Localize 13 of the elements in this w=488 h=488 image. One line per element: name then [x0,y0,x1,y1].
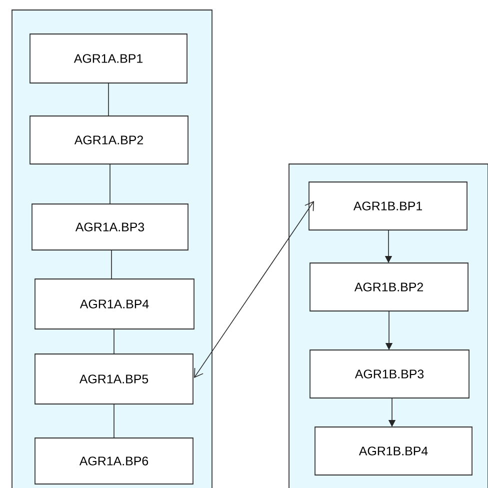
process-box: AGR1A.BP2 [30,116,188,164]
process-box: AGR1A.BP3 [32,204,188,250]
process-box: AGR1A.BP6 [34,438,194,484]
process-box: AGR1A.BP5 [34,354,194,404]
process-box: AGR1B.BP1 [308,182,468,230]
process-box: AGR1B.BP4 [314,426,472,476]
process-box: AGR1B.BP2 [310,262,468,312]
connector-line [108,82,109,116]
process-box: AGR1A.BP1 [30,34,188,84]
process-box: AGR1A.BP4 [34,278,194,330]
connector-line [111,250,112,280]
process-box: AGR1B.BP3 [310,350,470,398]
double-arrow [194,201,314,378]
